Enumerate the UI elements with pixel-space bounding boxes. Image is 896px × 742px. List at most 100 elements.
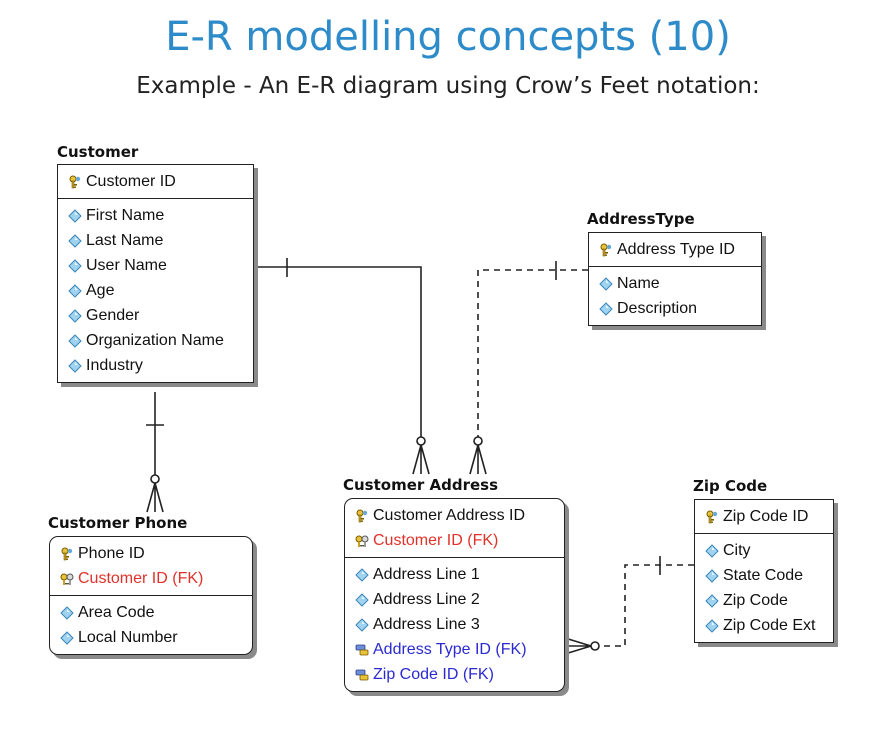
relationship-addresstype-customer-address <box>477 269 588 437</box>
primary-key-icon <box>599 243 613 257</box>
relationship-customer-customer-address <box>254 266 422 437</box>
attribute-label: Industry <box>86 357 143 374</box>
attribute-label: Last Name <box>86 232 164 249</box>
attribute-diamond-icon <box>60 630 74 645</box>
entity-title-customer-address: Customer Address <box>343 476 499 494</box>
attribute-label: Phone ID <box>78 545 145 562</box>
attribute-label: Address Line 2 <box>373 591 480 608</box>
attribute-diamond-icon <box>68 358 82 373</box>
attribute-diamond-icon <box>68 308 82 323</box>
entity-title-addresstype: AddressType <box>587 210 695 228</box>
entity-customer-address[interactable]: Customer Address ID Customer ID (FK) Addr… <box>344 498 565 692</box>
attribute-row[interactable]: Description <box>589 296 761 321</box>
crows-foot-marker <box>146 482 164 513</box>
crows-foot-marker <box>412 444 430 475</box>
attribute-section: Address Line 1 Address Line 2 Address Line… <box>345 557 564 691</box>
attribute-row[interactable]: User Name <box>58 253 253 278</box>
attribute-diamond-icon <box>68 233 82 248</box>
key-section: Phone ID Customer ID (FK) <box>50 537 252 595</box>
attribute-row[interactable]: Customer ID <box>58 169 253 194</box>
attribute-row[interactable]: State Code <box>695 563 833 588</box>
attribute-label: User Name <box>86 257 167 274</box>
attribute-label: Zip Code Ext <box>723 617 816 634</box>
attribute-row[interactable]: Last Name <box>58 228 253 253</box>
attribute-row[interactable]: Address Type ID (FK) <box>345 637 564 662</box>
attribute-row[interactable]: Local Number <box>50 625 252 650</box>
key-section: Customer ID <box>58 165 253 198</box>
attribute-label: Zip Code <box>723 592 788 609</box>
foreign-key-icon <box>355 643 369 657</box>
attribute-diamond-icon <box>60 605 74 620</box>
attribute-row[interactable]: Customer ID (FK) <box>345 528 564 553</box>
attribute-label: Address Line 3 <box>373 616 480 633</box>
attribute-label: Address Type ID <box>617 241 735 258</box>
attribute-label: Customer ID <box>86 173 176 190</box>
attribute-row[interactable]: Zip Code <box>695 588 833 613</box>
optional-marker <box>590 641 600 651</box>
attribute-diamond-icon <box>599 301 613 316</box>
primary-key-icon <box>355 509 369 523</box>
attribute-diamond-icon <box>705 568 719 583</box>
primary-foreign-key-icon <box>60 572 74 586</box>
attribute-diamond-icon <box>68 283 82 298</box>
attribute-label: Description <box>617 300 698 317</box>
key-section: Zip Code ID <box>695 500 833 533</box>
attribute-row[interactable]: Address Line 1 <box>345 562 564 587</box>
attribute-label: City <box>723 542 751 559</box>
attribute-row[interactable]: Industry <box>58 353 253 378</box>
attribute-row[interactable]: City <box>695 538 833 563</box>
attribute-label: Customer ID (FK) <box>373 532 499 549</box>
attribute-row[interactable]: Customer ID (FK) <box>50 566 252 591</box>
crows-foot-marker <box>564 637 592 655</box>
attribute-row[interactable]: Area Code <box>50 600 252 625</box>
relationship-zipcode-customer-address <box>599 564 694 647</box>
attribute-label: Address Line 1 <box>373 566 480 583</box>
foreign-key-icon <box>355 668 369 682</box>
attribute-label: Zip Code ID <box>723 508 809 525</box>
entity-title-customer: Customer <box>57 143 139 161</box>
attribute-label: Organization Name <box>86 332 224 349</box>
entity-title-zip-code: Zip Code <box>693 477 768 495</box>
attribute-row[interactable]: Gender <box>58 303 253 328</box>
attribute-row[interactable]: Organization Name <box>58 328 253 353</box>
attribute-diamond-icon <box>355 567 369 582</box>
attribute-diamond-icon <box>355 617 369 632</box>
attribute-diamond-icon <box>68 258 82 273</box>
attribute-row[interactable]: Zip Code Ext <box>695 613 833 638</box>
key-section: Customer Address ID Customer ID (FK) <box>345 499 564 557</box>
attribute-label: Address Type ID (FK) <box>373 641 527 658</box>
primary-key-icon <box>705 510 719 524</box>
attribute-row[interactable]: Zip Code ID (FK) <box>345 662 564 687</box>
primary-key-icon <box>68 175 82 189</box>
attribute-diamond-icon <box>705 593 719 608</box>
attribute-row[interactable]: Zip Code ID <box>695 504 833 529</box>
attribute-diamond-icon <box>355 592 369 607</box>
attribute-label: State Code <box>723 567 804 584</box>
attribute-row[interactable]: Phone ID <box>50 541 252 566</box>
attribute-row[interactable]: Address Line 3 <box>345 612 564 637</box>
attribute-label: First Name <box>86 207 165 224</box>
attribute-label: Local Number <box>78 629 178 646</box>
attribute-row[interactable]: Age <box>58 278 253 303</box>
attribute-row[interactable]: Customer Address ID <box>345 503 564 528</box>
page-title: E-R modelling concepts (10) <box>165 14 731 60</box>
attribute-row[interactable]: Address Line 2 <box>345 587 564 612</box>
attribute-row[interactable]: Address Type ID <box>589 237 761 262</box>
attribute-label: Customer ID (FK) <box>78 570 204 587</box>
attribute-label: Age <box>86 282 115 299</box>
key-section: Address Type ID <box>589 233 761 266</box>
attribute-diamond-icon <box>68 333 82 348</box>
primary-key-icon <box>60 547 74 561</box>
attribute-row[interactable]: First Name <box>58 203 253 228</box>
primary-foreign-key-icon <box>355 534 369 548</box>
attribute-row[interactable]: Name <box>589 271 761 296</box>
